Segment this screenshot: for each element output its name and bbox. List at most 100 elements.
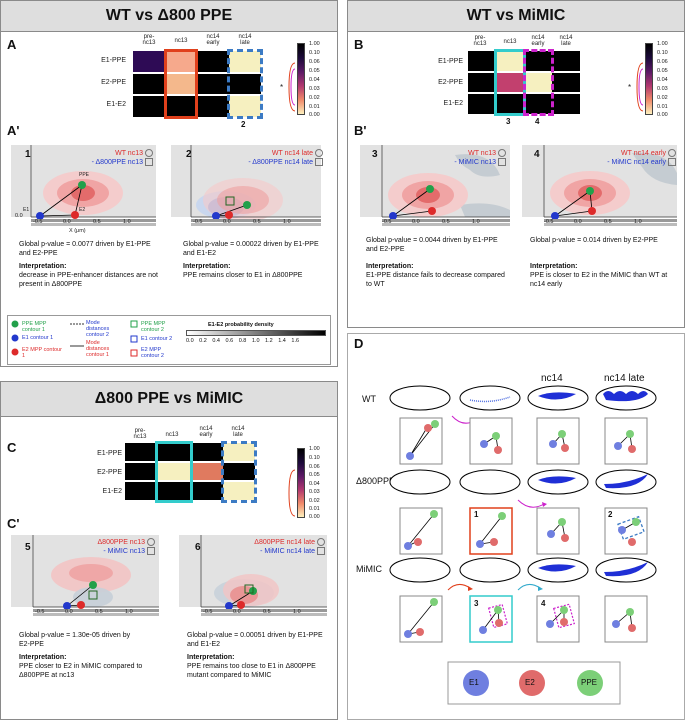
legend-ppe-mpp: PPE MPP contour 1	[22, 321, 47, 333]
plot-number: 4	[534, 149, 540, 160]
row-label-mimic: MiMIC	[356, 564, 382, 574]
legend-blue-label: - Δ800PPE nc14 late	[211, 158, 323, 167]
legend-blue-label: - Δ800PPE nc13	[61, 158, 153, 167]
interpretation-text: E1-PPE distance fails to decrease compar…	[366, 272, 505, 288]
svg-text:PPE: PPE	[79, 172, 90, 178]
box-label-3: 3	[506, 117, 511, 126]
panel-b-title: WT vs MiMIC	[348, 1, 684, 32]
legend-red-label: Δ800PPE nc13	[51, 538, 155, 547]
tick-x: 0.5	[95, 609, 103, 615]
legend-a: PPE MPP contour 1 E1 contour 1 E2 MPP co…	[7, 315, 331, 365]
tick-x: 1.0	[125, 609, 133, 615]
star-mark: *	[628, 83, 632, 92]
legend-blue-label: - MiMIC nc13	[51, 547, 155, 556]
plot-number: 6	[195, 542, 201, 553]
legend-e2-mpp: E2 MPP contour 1	[22, 347, 62, 359]
tick-x: 0.0	[574, 219, 582, 225]
d-box-number-3: 3	[474, 599, 479, 608]
interpretation-text: PPE remains closer to E1 in Δ800PPE	[183, 272, 303, 279]
svg-text:E1: E1	[23, 207, 29, 213]
legend-red-label: WT nc14 late	[211, 149, 323, 158]
tick-x: 0.0	[412, 219, 420, 225]
legend-ppe-c2: PPE MPP contour 2	[141, 321, 166, 333]
legend-density-label: E1-E2 probability density	[208, 322, 274, 328]
density-bar	[186, 330, 326, 336]
cb-tick: 0.04	[657, 77, 668, 83]
d-box-number-4: 4	[541, 599, 546, 608]
letter-a: A	[7, 37, 17, 52]
box-label-4: 4	[535, 117, 540, 126]
col-nc13: nc13	[165, 432, 179, 438]
plot-number: 5	[25, 542, 31, 553]
legend-blue-label: - MiMIC nc14 early	[558, 158, 676, 167]
cb-tick: 0.00	[309, 112, 320, 118]
col-pre-nc13: pre-nc13	[142, 34, 156, 46]
row-label-wt: WT	[362, 394, 376, 404]
tick-x: 1.0	[634, 219, 642, 225]
cb-tick: 0.02	[309, 95, 320, 101]
tick-x: -0.5	[193, 219, 203, 225]
cb-tick: 0.01	[657, 104, 668, 110]
density-ticks: 0.0 0.2 0.4 0.6 0.8 1.0 1.2 1.4 1.6	[186, 338, 300, 344]
star-mark: *	[280, 83, 284, 92]
interpretation-heading: Interpretation:	[187, 654, 235, 661]
pvalue-text: Global p-value = 0.00022 driven by E1-PP…	[183, 241, 319, 257]
legend-mode1: Mode distances contour 1	[86, 340, 110, 358]
cb-tick: 0.10	[309, 455, 320, 461]
legend-ppe-label: PPE	[581, 678, 598, 687]
d-box-number-1: 1	[474, 510, 479, 519]
cb-tick: 1.00	[309, 446, 320, 452]
tick-x: 0.0	[65, 609, 73, 615]
cb-tick: 0.04	[309, 77, 320, 83]
row-e1-ppe: E1-PPE	[438, 58, 463, 65]
legend-e2-label: E2	[525, 678, 535, 687]
interpretation-heading: Interpretation:	[183, 263, 231, 270]
tick-x: -0.5	[544, 219, 554, 225]
cb-tick: 0.05	[657, 68, 668, 74]
cb-tick: 0.10	[657, 50, 668, 56]
interpretation-heading: Interpretation:	[19, 263, 67, 270]
tick-x: 0.0	[63, 219, 71, 225]
tick-x: 1.0	[123, 219, 131, 225]
pvalue-text: Global p-value = 1.30e-05 driven by E2-P…	[19, 632, 131, 648]
tick-x: 0.5	[253, 219, 261, 225]
plot-number: 3	[372, 149, 378, 160]
tick-x: 0.0	[233, 609, 241, 615]
tick-y: 0.0	[15, 213, 23, 219]
legend-e1-c2: E1 contour 2	[141, 336, 173, 342]
letter-c: C	[7, 440, 17, 455]
cb-tick: 1.00	[657, 41, 668, 47]
tick-x: -0.5	[33, 219, 43, 225]
col-nc13: nc13	[174, 38, 188, 44]
tick-x: 0.5	[93, 219, 101, 225]
row-e1-e2: E1-E2	[102, 488, 122, 495]
plot-number: 1	[25, 149, 31, 160]
cb-tick: 0.10	[309, 50, 320, 56]
col-header-nc14: nc14	[541, 373, 563, 384]
legend-e1-c1: E1 contour 1	[22, 335, 54, 341]
col-pre-nc13: pre-nc13	[133, 428, 147, 440]
legend-red-label: Δ800PPE nc14 late	[211, 538, 325, 547]
cb-tick: 0.03	[309, 489, 320, 495]
significance-bracket	[636, 62, 644, 112]
tick-x: 0.5	[604, 219, 612, 225]
d-box-number-2: 2	[608, 510, 613, 519]
highlight-box-nc14-late	[227, 49, 263, 119]
cb-tick: 0.06	[309, 59, 320, 65]
pvalue-text: Global p-value = 0.0044 driven by E1-PPE…	[366, 237, 498, 253]
cb-tick: 0.03	[309, 86, 320, 92]
cb-tick: 0.00	[309, 514, 320, 520]
panel-d: D nc14 nc14 late WT Δ800PPE MiMIC	[347, 333, 685, 720]
embryo-schematic	[389, 385, 657, 705]
letter-d: D	[354, 336, 364, 351]
pvalue-text: Global p-value = 0.014 driven by E2-PPE	[530, 237, 658, 244]
panel-c: Δ800 PPE vs MiMIC C C' pre-nc13 nc13 nc1…	[0, 381, 338, 720]
letter-b: B	[354, 37, 364, 52]
letter-c-prime: C'	[7, 516, 20, 531]
highlight-box-nc13	[155, 441, 193, 503]
